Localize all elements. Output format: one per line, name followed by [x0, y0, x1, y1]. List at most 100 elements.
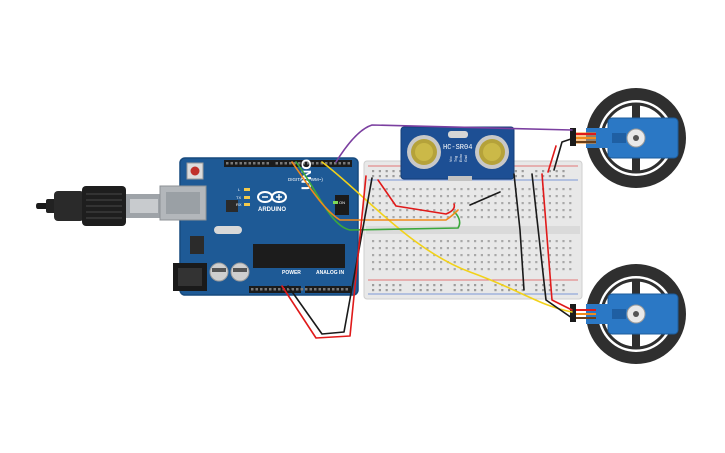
hole[interactable] [385, 268, 388, 271]
hole[interactable] [323, 288, 326, 291]
hole[interactable] [460, 254, 463, 257]
wire-black-right[interactable] [531, 173, 573, 319]
hole[interactable] [521, 170, 524, 173]
hole[interactable] [521, 216, 524, 219]
hole[interactable] [521, 209, 524, 212]
hole[interactable] [287, 288, 290, 291]
hole[interactable] [440, 247, 443, 250]
hole[interactable] [385, 188, 388, 191]
hole[interactable] [399, 202, 402, 205]
hole[interactable] [487, 240, 490, 243]
servo-wheel-bottom[interactable] [570, 264, 686, 364]
hole[interactable] [480, 188, 483, 191]
hole[interactable] [487, 247, 490, 250]
hole[interactable] [412, 261, 415, 264]
hole[interactable] [562, 284, 565, 287]
hole[interactable] [474, 209, 477, 212]
hole[interactable] [480, 284, 483, 287]
hole[interactable] [460, 209, 463, 212]
hole[interactable] [514, 284, 517, 287]
hole[interactable] [419, 261, 422, 264]
hole[interactable] [440, 261, 443, 264]
hole[interactable] [494, 247, 497, 250]
hole[interactable] [548, 202, 551, 205]
hole[interactable] [474, 216, 477, 219]
hole[interactable] [433, 247, 436, 250]
hole[interactable] [399, 254, 402, 257]
hole[interactable] [412, 247, 415, 250]
hole[interactable] [480, 261, 483, 264]
hole[interactable] [399, 284, 402, 287]
hole[interactable] [535, 195, 538, 198]
hole[interactable] [440, 240, 443, 243]
hole[interactable] [562, 240, 565, 243]
hole[interactable] [392, 195, 395, 198]
hole[interactable] [494, 202, 497, 205]
servo-wheel-top[interactable] [570, 88, 686, 188]
hole[interactable] [528, 209, 531, 212]
hole[interactable] [555, 209, 558, 212]
hole[interactable] [548, 188, 551, 191]
hole[interactable] [494, 195, 497, 198]
hole[interactable] [501, 188, 504, 191]
hole[interactable] [426, 254, 429, 257]
hole[interactable] [433, 268, 436, 271]
hole[interactable] [453, 240, 456, 243]
hole[interactable] [562, 247, 565, 250]
hole[interactable] [494, 216, 497, 219]
hole[interactable] [487, 188, 490, 191]
hole[interactable] [514, 254, 517, 257]
hole[interactable] [406, 247, 409, 250]
hole[interactable] [460, 247, 463, 250]
hole[interactable] [440, 284, 443, 287]
wire-black-sensor[interactable] [469, 191, 501, 206]
hole[interactable] [385, 202, 388, 205]
hole[interactable] [399, 240, 402, 243]
hole[interactable] [548, 240, 551, 243]
hole[interactable] [508, 195, 511, 198]
hole[interactable] [569, 240, 572, 243]
hole[interactable] [433, 216, 436, 219]
wire-purple[interactable] [335, 124, 573, 163]
hole[interactable] [542, 209, 545, 212]
arduino-uno-board[interactable]: ARDUINO UNO DIGITAL (PWM~) POWER ANALOG … [159, 157, 359, 296]
hole[interactable] [311, 162, 315, 165]
hole[interactable] [460, 284, 463, 287]
hole[interactable] [392, 240, 395, 243]
hole[interactable] [562, 209, 565, 212]
hole[interactable] [487, 209, 490, 212]
wire-red-1[interactable] [377, 179, 456, 215]
hole[interactable] [467, 254, 470, 257]
hole[interactable] [474, 240, 477, 243]
hole[interactable] [535, 170, 538, 173]
hole[interactable] [453, 216, 456, 219]
hole[interactable] [460, 188, 463, 191]
hole[interactable] [555, 188, 558, 191]
hole[interactable] [269, 288, 272, 291]
hole[interactable] [230, 162, 234, 165]
hole[interactable] [433, 284, 436, 287]
hole[interactable] [372, 170, 375, 173]
hole[interactable] [385, 209, 388, 212]
hole[interactable] [480, 254, 483, 257]
hole[interactable] [467, 202, 470, 205]
hole[interactable] [399, 175, 402, 178]
hole[interactable] [446, 216, 449, 219]
hole[interactable] [474, 284, 477, 287]
hole[interactable] [480, 247, 483, 250]
hole[interactable] [480, 216, 483, 219]
hole[interactable] [514, 261, 517, 264]
hole[interactable] [501, 240, 504, 243]
hole[interactable] [275, 162, 279, 165]
hole[interactable] [460, 261, 463, 264]
wire-black-sensor-down[interactable] [513, 173, 525, 291]
hole[interactable] [399, 209, 402, 212]
hole[interactable] [514, 289, 517, 292]
hole[interactable] [562, 254, 565, 257]
hole[interactable] [569, 188, 572, 191]
hole[interactable] [372, 240, 375, 243]
hole[interactable] [419, 216, 422, 219]
hole[interactable] [305, 288, 308, 291]
hole[interactable] [562, 175, 565, 178]
